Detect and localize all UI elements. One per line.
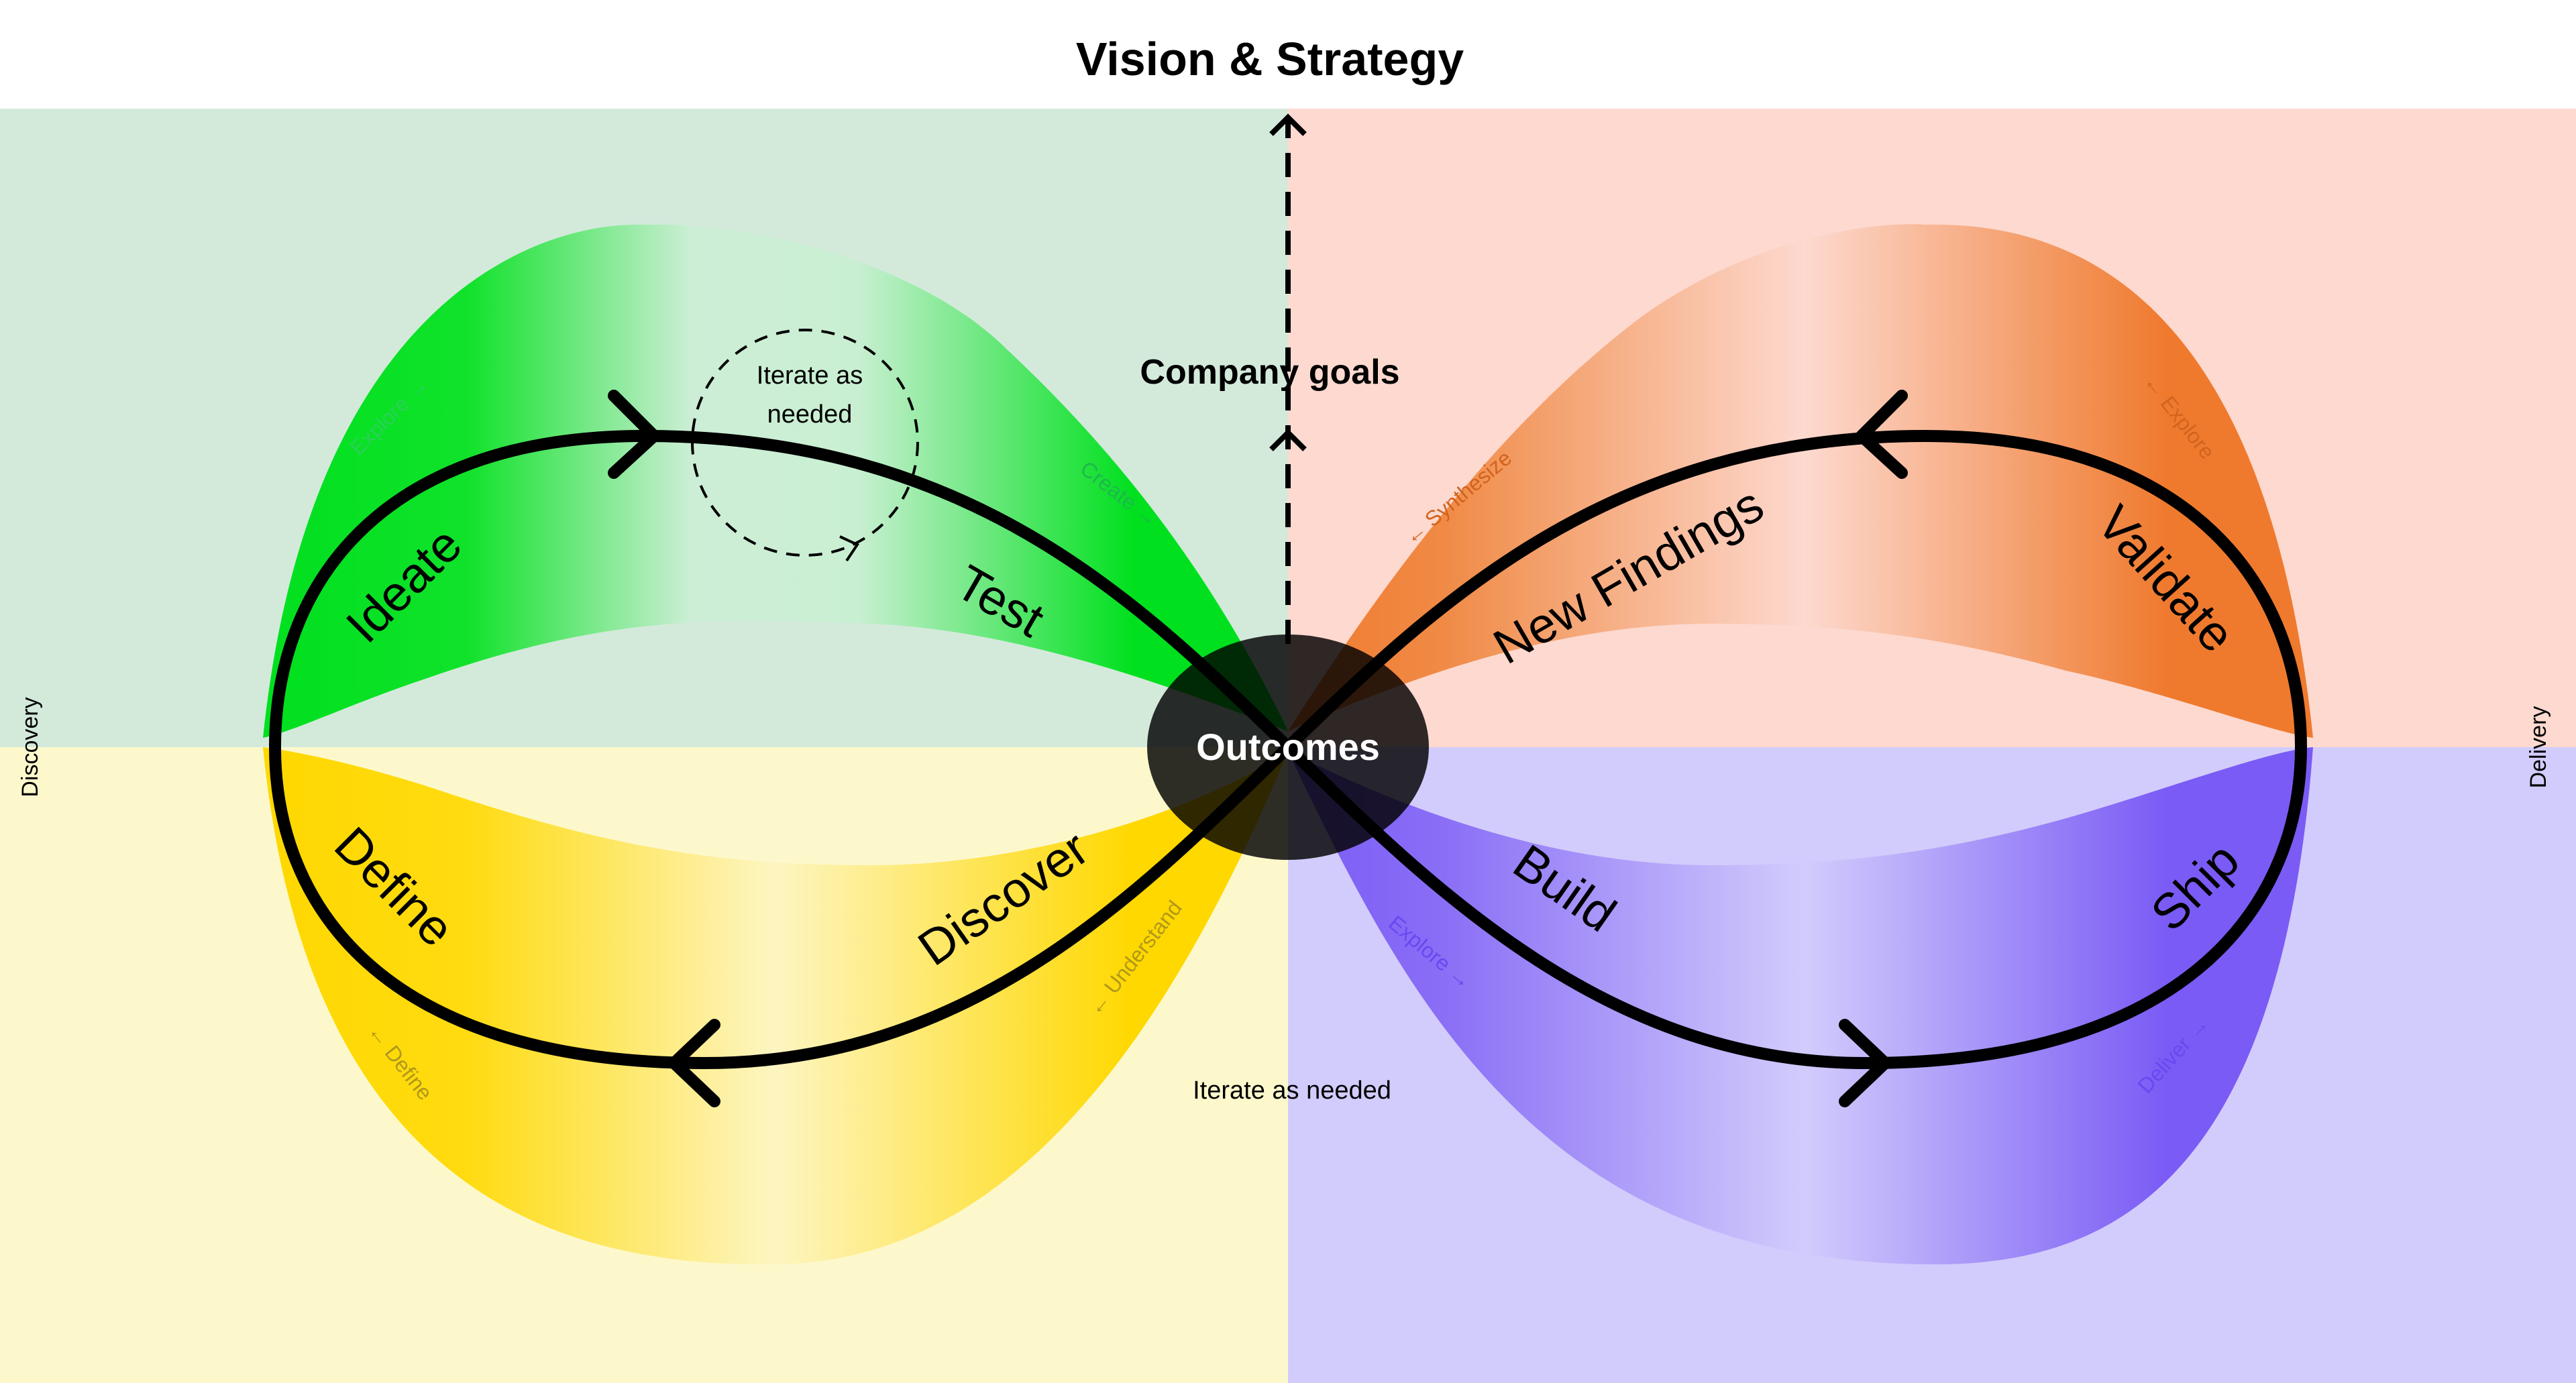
iterate-bottom-note: Iterate as needed bbox=[1193, 1076, 1391, 1105]
outcomes-label: Outcomes bbox=[1196, 726, 1380, 768]
iterate-loop-note-line2: needed bbox=[767, 400, 853, 429]
lobe-green bbox=[263, 224, 1288, 738]
iterate-loop-arrowhead bbox=[839, 535, 859, 562]
vision-arrowhead bbox=[1269, 113, 1307, 136]
lobe-orange bbox=[1288, 224, 2313, 738]
company-goals-label: Company goals bbox=[1140, 353, 1399, 392]
side-label-discovery: Discovery bbox=[17, 697, 43, 797]
side-label-delivery: Delivery bbox=[2526, 706, 2551, 789]
page-title: Vision & Strategy bbox=[1076, 33, 1464, 85]
infinity-path bbox=[269, 430, 2307, 1069]
lobe-purple bbox=[1288, 747, 2313, 1265]
goals-arrowhead bbox=[1269, 429, 1307, 451]
arrow-validate bbox=[1856, 390, 1908, 479]
arrow-ship bbox=[1839, 1019, 1891, 1107]
arrow-define bbox=[668, 1019, 720, 1107]
arrow-ideate bbox=[608, 390, 660, 479]
iterate-loop-note-line1: Iterate as bbox=[757, 362, 863, 390]
lobe-yellow bbox=[263, 747, 1288, 1265]
